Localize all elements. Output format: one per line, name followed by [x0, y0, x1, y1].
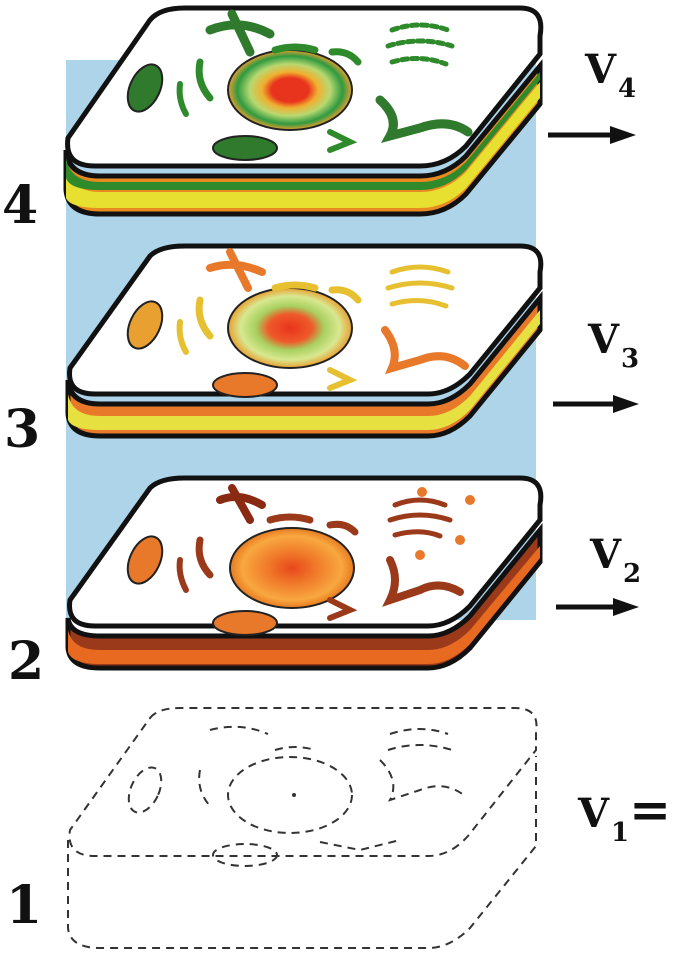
v4-subscript: 4 — [618, 74, 636, 104]
arrow-v2 — [556, 598, 639, 616]
velocity-label-v2: V2 — [590, 535, 641, 575]
arrow-v3 — [553, 395, 639, 413]
v1-value: =0 — [629, 780, 673, 839]
layer-number-3: 3 — [4, 404, 40, 456]
v1-symbol: V — [578, 790, 609, 837]
cell-layer-2 — [68, 478, 541, 668]
cell-layer-3 — [68, 246, 541, 436]
v1-subscript: 1 — [611, 818, 629, 848]
layer-1-nucleus-dot — [292, 793, 296, 797]
layer-number-2: 2 — [8, 636, 44, 688]
v2-symbol: V — [590, 531, 621, 578]
velocity-label-v1: V1=0 — [578, 785, 673, 835]
layer-number-1: 1 — [6, 880, 42, 932]
v4-symbol: V — [585, 46, 616, 93]
v3-symbol: V — [588, 316, 619, 363]
cell-layer-1 — [68, 708, 537, 948]
arrow-v4 — [548, 126, 636, 144]
velocity-label-v4: V4 — [585, 50, 636, 90]
velocity-label-v3: V3 — [588, 320, 639, 360]
layer-number-4: 4 — [2, 180, 38, 232]
cell-layer-4 — [66, 8, 541, 214]
v3-subscript: 3 — [621, 344, 639, 374]
v2-subscript: 2 — [623, 559, 641, 589]
